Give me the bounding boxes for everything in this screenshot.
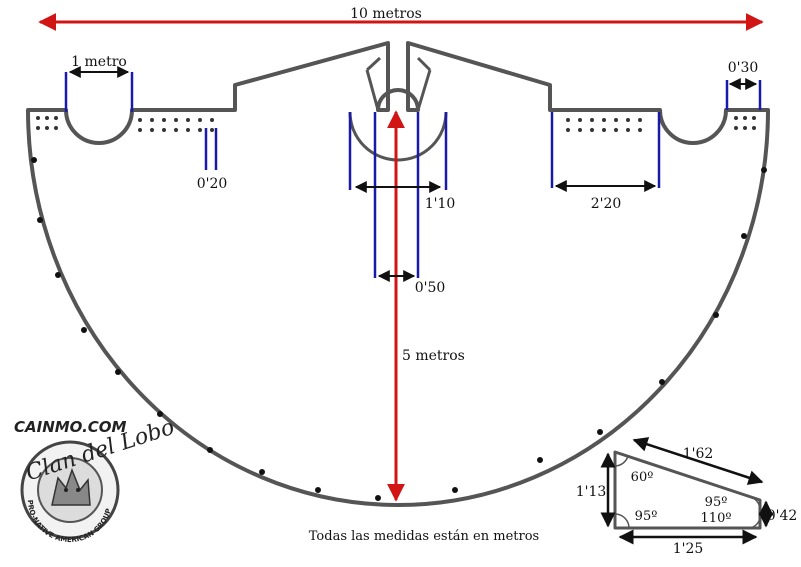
left-wing-notch	[365, 56, 382, 72]
label-right-section: 2'20	[591, 196, 622, 212]
logo-site-text: CAINMO.COM	[14, 418, 127, 436]
wolf-icon	[51, 467, 91, 506]
label-radius: 5 metros	[402, 348, 465, 364]
label-center-slot: 0'50	[415, 280, 446, 296]
top-holes-right	[566, 116, 756, 132]
angle-bottom-right: 110º	[701, 511, 732, 526]
label-width: 10 metros	[350, 6, 422, 22]
tri-right-edge: 0'42	[767, 508, 798, 524]
blue-guides	[64, 72, 762, 278]
units-note: Todas las medidas están en metros	[309, 529, 539, 544]
rim-holes	[31, 157, 767, 501]
angle-bottom-left: 95º	[635, 509, 658, 524]
label-half-circle: 1 metro	[71, 54, 127, 70]
right-wing-slit	[416, 69, 432, 111]
tri-bottom-edge: 1'25	[673, 541, 704, 557]
black-dim-arrows	[68, 66, 758, 282]
clan-del-lobo-logo: CAINMO.COM Clan del Lobo PRO-NATIVE AMER…	[14, 415, 178, 544]
right-wing-notch	[416, 56, 432, 72]
center-semicircle	[348, 111, 448, 162]
label-right-gap: 0'30	[728, 60, 759, 76]
tri-top-edge: 1'62	[683, 446, 714, 462]
left-wing-slit	[365, 69, 380, 111]
top-holes-left	[36, 116, 214, 132]
label-hole-spacing: 0'20	[197, 176, 228, 192]
angle-top-left: 60º	[631, 470, 654, 485]
triangle-detail	[600, 437, 774, 545]
tri-left-edge: 1'13	[576, 484, 607, 500]
angle-top-right: 95º	[705, 495, 728, 510]
label-center-width: 1'10	[425, 196, 456, 212]
